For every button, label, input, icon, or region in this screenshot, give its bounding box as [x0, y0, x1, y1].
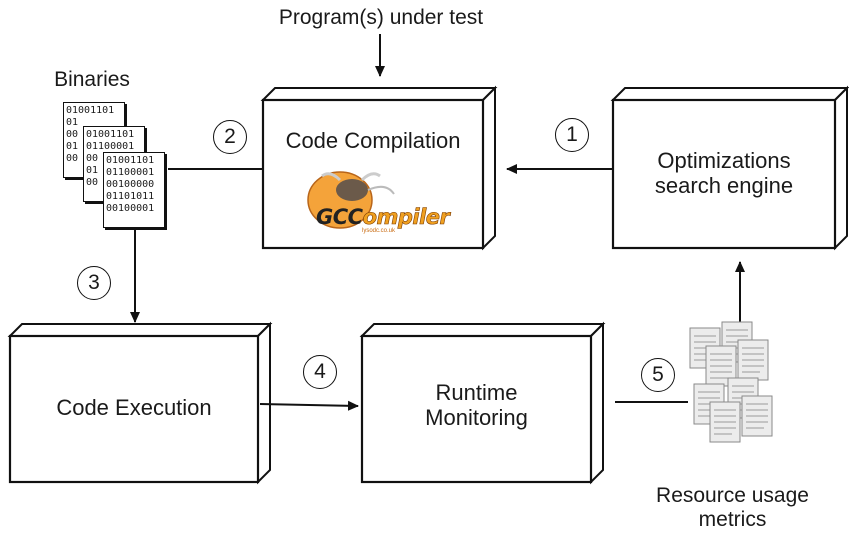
optimizations-engine-label: Optimizations search engine	[654, 148, 794, 199]
code-compilation-label: Code Compilation	[285, 128, 461, 153]
step-3-badge: 3	[77, 266, 111, 300]
step-2-badge: 2	[213, 120, 247, 154]
optimizations-engine-box	[610, 85, 849, 251]
binaries-label: Binaries	[54, 68, 130, 91]
runtime-monitoring-box	[359, 321, 606, 485]
resource-metrics-label: Resource usage metrics	[656, 484, 809, 532]
step-4-badge: 4	[303, 355, 337, 389]
code-execution-box	[7, 321, 273, 485]
program-under-test-label: Program(s) under test	[278, 6, 484, 29]
runtime-monitoring-label: Runtime Monitoring	[425, 380, 528, 431]
resource-metrics-icon	[689, 321, 773, 443]
arrow-execution-to-monitoring	[259, 400, 359, 411]
step-5-badge: 5	[641, 358, 675, 392]
gcc-logo-url: lysodc.co.uk	[362, 228, 396, 234]
code-execution-label: Code Execution	[56, 395, 212, 420]
gcc-compiler-logo: GCCompiler	[316, 205, 450, 230]
gcc-gnu-icon	[307, 171, 395, 229]
step-1-badge: 1	[555, 118, 589, 152]
